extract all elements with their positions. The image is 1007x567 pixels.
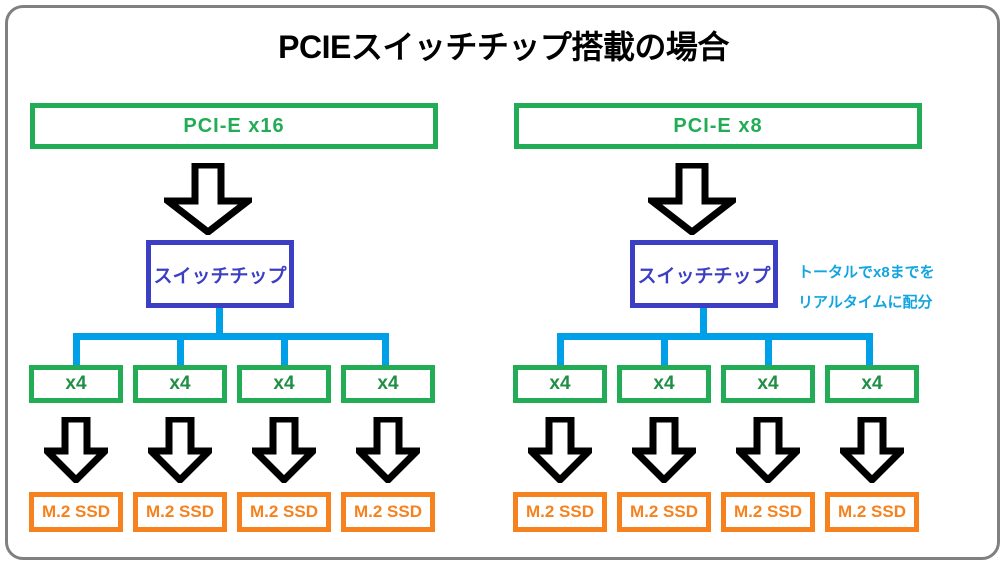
lane-label-right-4: x4 — [861, 373, 883, 394]
tree-drop-right-1 — [557, 333, 564, 367]
tree-stem-right — [700, 308, 707, 337]
tree-bar-right — [557, 333, 873, 340]
pcie-slot-box-right: PCI-E x8 — [514, 103, 922, 149]
drive-arrow-down-icon-right-2 — [632, 417, 696, 483]
drive-label-left-4: M.2 SSD — [353, 502, 423, 521]
drive-arrow-down-icon-left-1 — [44, 417, 108, 483]
lane-box-left-4: x4 — [341, 365, 435, 403]
drive-label-right-1: M.2 SSD — [525, 502, 595, 521]
drive-arrow-down-icon-left-4 — [356, 417, 420, 483]
lane-box-right-1: x4 — [513, 365, 607, 403]
lane-box-left-1: x4 — [29, 365, 123, 403]
lane-label-right-2: x4 — [653, 373, 675, 394]
drive-label-left-2: M.2 SSD — [145, 502, 215, 521]
switch-chip-box-right: スイッチチップ — [630, 240, 778, 308]
drive-box-left-4: M.2 SSD — [341, 492, 435, 532]
drive-box-right-2: M.2 SSD — [617, 492, 711, 532]
tree-drop-right-2 — [661, 333, 668, 367]
lane-box-right-4: x4 — [825, 365, 919, 403]
allocation-note-line-2: リアルタイムに配分 — [798, 294, 933, 311]
drive-box-left-2: M.2 SSD — [133, 492, 227, 532]
allocation-note: トータルでx8までを リアルタイムに配分 — [798, 258, 935, 318]
drive-label-right-4: M.2 SSD — [837, 502, 907, 521]
pcie-slot-label-left: PCI-E x16 — [183, 114, 285, 137]
lane-box-left-3: x4 — [237, 365, 331, 403]
allocation-note-line-1: トータルでx8までを — [798, 264, 935, 281]
tree-drop-left-4 — [382, 333, 389, 367]
lane-box-right-2: x4 — [617, 365, 711, 403]
drive-label-left-3: M.2 SSD — [249, 502, 319, 521]
outer-frame — [5, 5, 1000, 560]
lane-box-right-3: x4 — [721, 365, 815, 403]
lane-label-left-2: x4 — [169, 373, 191, 394]
drive-box-right-3: M.2 SSD — [721, 492, 815, 532]
lane-box-left-2: x4 — [133, 365, 227, 403]
switch-chip-label-right: スイッチチップ — [637, 265, 771, 287]
drive-arrow-down-icon-left-2 — [148, 417, 212, 483]
drive-label-left-1: M.2 SSD — [41, 502, 111, 521]
drive-box-right-4: M.2 SSD — [825, 492, 919, 532]
drive-box-left-3: M.2 SSD — [237, 492, 331, 532]
flow-arrow-down-icon-right — [648, 163, 736, 235]
drive-arrow-down-icon-right-4 — [840, 417, 904, 483]
pcie-slot-box-left: PCI-E x16 — [30, 103, 438, 149]
drive-arrow-down-icon-right-3 — [736, 417, 800, 483]
lane-label-right-1: x4 — [549, 373, 571, 394]
switch-chip-label-left: スイッチチップ — [153, 265, 287, 287]
drive-box-right-1: M.2 SSD — [513, 492, 607, 532]
page-title: PCIEスイッチチップ搭載の場合 — [278, 29, 729, 65]
drive-arrow-down-icon-left-3 — [252, 417, 316, 483]
lane-label-left-1: x4 — [65, 373, 87, 394]
tree-bar-left — [73, 333, 389, 340]
tree-drop-right-4 — [866, 333, 873, 367]
pcie-slot-label-right: PCI-E x8 — [673, 114, 763, 137]
tree-drop-right-3 — [765, 333, 772, 367]
drive-box-left-1: M.2 SSD — [29, 492, 123, 532]
lane-label-left-3: x4 — [273, 373, 295, 394]
lane-label-right-3: x4 — [757, 373, 779, 394]
tree-stem-left — [216, 308, 223, 337]
drive-label-right-2: M.2 SSD — [629, 502, 699, 521]
tree-drop-left-3 — [281, 333, 288, 367]
tree-drop-left-1 — [73, 333, 80, 367]
tree-drop-left-2 — [177, 333, 184, 367]
drive-arrow-down-icon-right-1 — [528, 417, 592, 483]
drive-label-right-3: M.2 SSD — [733, 502, 803, 521]
switch-chip-box-left: スイッチチップ — [146, 240, 294, 308]
lane-label-left-4: x4 — [377, 373, 399, 394]
flow-arrow-down-icon — [164, 163, 252, 235]
